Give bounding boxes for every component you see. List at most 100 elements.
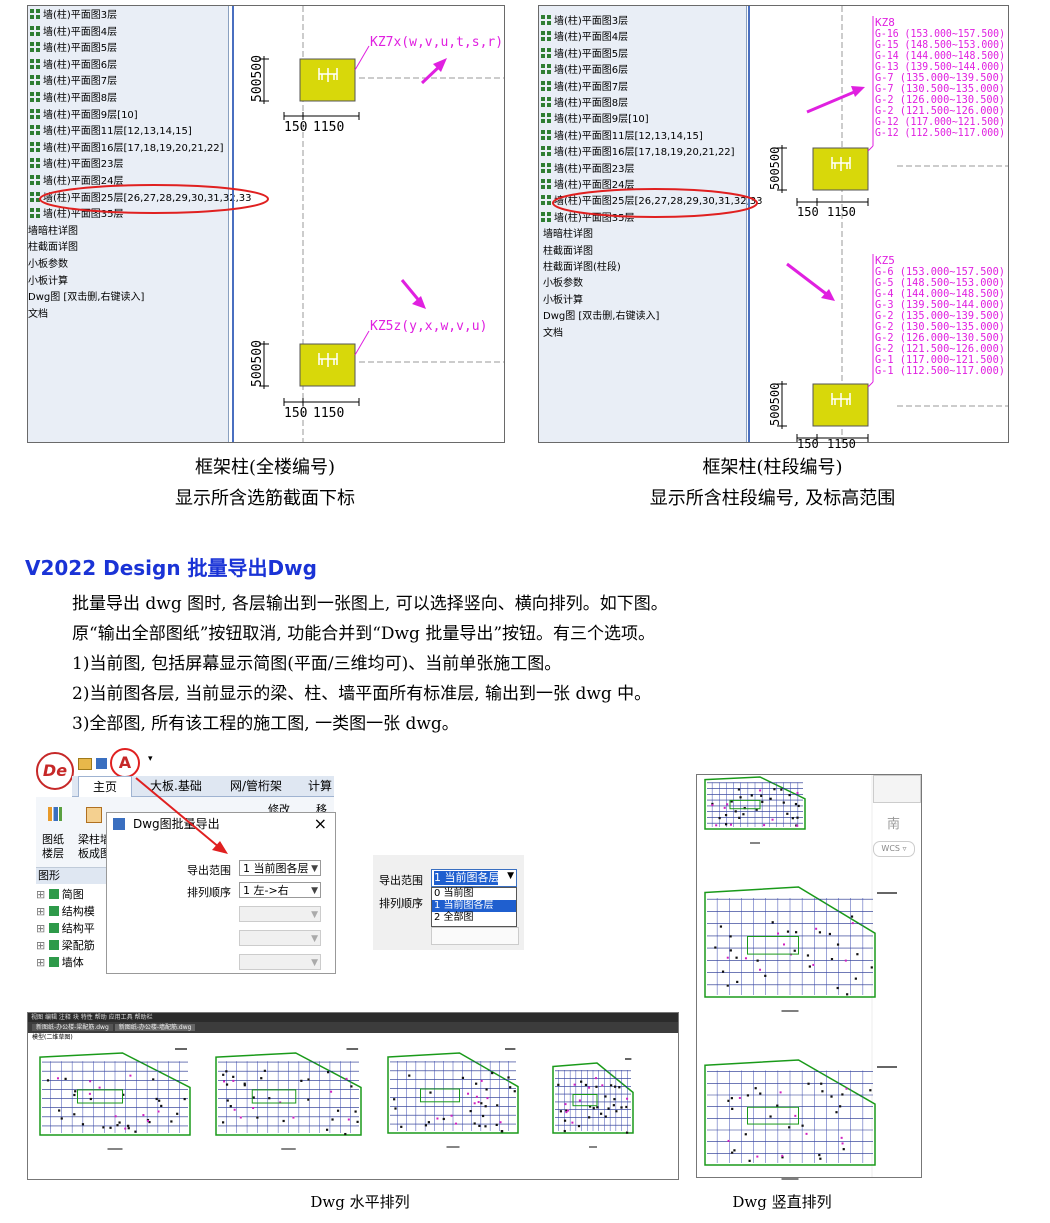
pointer-arrow-icon bbox=[806, 86, 865, 114]
file-tab[interactable]: 新图纸-办公楼-梁配筋.dwg bbox=[32, 1024, 113, 1031]
chevron-down-icon: ▼ bbox=[311, 886, 318, 896]
column-name-kz5[interactable]: KZ5 bbox=[875, 254, 895, 267]
app-tree-item[interactable]: ⊞ 梁配筋 bbox=[36, 937, 95, 954]
viewcube[interactable] bbox=[873, 775, 921, 803]
tree-item-label: 墙(柱)平面图3层 bbox=[554, 16, 629, 27]
column-section-icon bbox=[831, 393, 851, 407]
expand-icon[interactable]: ⊞ bbox=[36, 922, 49, 935]
file-tab[interactable]: 新图纸-办公楼-墙配筋.dwg bbox=[114, 1024, 196, 1031]
app-tree-item[interactable]: ⊞ 墙体 bbox=[36, 954, 84, 971]
tab-truss[interactable]: 网/管桁架 bbox=[230, 779, 283, 793]
expand-icon[interactable]: ⊞ bbox=[36, 888, 49, 901]
tree-item[interactable]: 文档 bbox=[28, 308, 48, 320]
dim-vertical: 500500 bbox=[768, 383, 782, 426]
menu-item[interactable]: 编辑 bbox=[44, 1014, 57, 1021]
app-tree-item[interactable]: ⊞ 结构模 bbox=[36, 903, 95, 920]
tree-item[interactable]: Dwg图 [双击删,右键读入] bbox=[28, 292, 145, 304]
menu-item[interactable]: 帮助 bbox=[94, 1014, 107, 1021]
tree-item[interactable]: 小板计算 bbox=[543, 294, 583, 306]
tree-item[interactable]: 墙暗柱详图 bbox=[543, 229, 593, 241]
tree-item[interactable]: 墙(柱)平面图5层 bbox=[28, 41, 117, 57]
tree-item[interactable]: 墙(柱)平面图16层[17,18,19,20,21,22] bbox=[28, 141, 224, 157]
app-tree-item[interactable]: ⊞ 结构平 bbox=[36, 920, 95, 937]
tree-item[interactable]: 墙(柱)平面图8层 bbox=[539, 96, 628, 112]
tree-item[interactable]: 墙(柱)平面图4层 bbox=[539, 30, 628, 46]
chevron-down-icon: ▼ bbox=[311, 864, 318, 874]
quick-access-folder-icon[interactable] bbox=[78, 758, 92, 770]
tab-slab-foundation[interactable]: 大板.基础 bbox=[150, 779, 202, 793]
tree-item[interactable]: 墙(柱)平面图6层 bbox=[539, 63, 628, 79]
expand-icon[interactable]: ⊞ bbox=[36, 905, 49, 918]
column-segment-label: G-2 (135.000~139.500) bbox=[875, 310, 1005, 322]
tree-item[interactable]: 墙(柱)平面图25层[26,27,28,29,30,31,32,33 bbox=[28, 191, 251, 207]
tree-item[interactable]: 小板参数 bbox=[28, 259, 68, 270]
range-select-value: 1 当前图各层 bbox=[434, 871, 500, 885]
tree-item[interactable]: 墙(柱)平面图11层[12,13,14,15] bbox=[28, 124, 192, 140]
tree-item[interactable]: 墙(柱)平面图5层 bbox=[539, 47, 628, 63]
column-label-kz5[interactable]: KZ5z(y,x,w,v,u) bbox=[370, 319, 487, 334]
app-tree-item[interactable]: ⊞ 简图 bbox=[36, 886, 84, 903]
tree-item[interactable]: 小板参数 bbox=[543, 278, 583, 290]
tree-item-label: 墙(柱)平面图6层 bbox=[43, 59, 118, 71]
wcs-button[interactable]: WCS ▿ bbox=[873, 841, 915, 857]
tree-item[interactable]: 墙(柱)平面图7层 bbox=[539, 80, 628, 96]
tree-item[interactable]: 墙(柱)平面图9层[10] bbox=[539, 112, 649, 128]
menu-item[interactable]: 特性 bbox=[80, 1014, 93, 1021]
close-icon[interactable]: × bbox=[313, 814, 327, 833]
tree-item[interactable]: Dwg图 [双击删,右键读入] bbox=[543, 311, 660, 323]
ribbon-move[interactable]: 移 bbox=[316, 803, 327, 816]
tree-item-label: 墙(柱)平面图4层 bbox=[554, 32, 629, 44]
range-select[interactable]: 1 当前图各层▼ bbox=[239, 860, 321, 876]
tree-item[interactable]: 柱截面详图 bbox=[28, 242, 78, 254]
dropdown-option[interactable]: 0 当前图 bbox=[434, 888, 474, 899]
tree-item[interactable]: 柱截面详图(柱段) bbox=[543, 262, 621, 273]
tree-item[interactable]: 小板计算 bbox=[28, 275, 68, 287]
expand-icon[interactable]: ⊞ bbox=[36, 956, 49, 969]
tree-item[interactable]: 墙(柱)平面图9层[10] bbox=[28, 108, 138, 124]
tree-item[interactable]: 文档 bbox=[543, 327, 563, 339]
tree-item[interactable]: 墙(柱)平面图3层 bbox=[28, 8, 117, 24]
tree-item[interactable]: 墙(柱)平面图4层 bbox=[28, 25, 117, 41]
tree-item[interactable]: 墙(柱)平面图11层[12,13,14,15] bbox=[539, 129, 703, 145]
tree-item[interactable]: 墙(柱)平面图23层 bbox=[28, 157, 124, 173]
tree-item[interactable]: 墙(柱)平面图23层 bbox=[539, 162, 635, 178]
tree-item[interactable]: 柱截面详图 bbox=[543, 245, 593, 257]
column-segment-list-kz8: G-16 (153.000~157.500)G-15 (148.500~153.… bbox=[875, 28, 1005, 139]
beam-col-icon[interactable] bbox=[86, 807, 102, 823]
tree-node-icon bbox=[48, 940, 59, 950]
app-tree-label: 结构平 bbox=[61, 922, 95, 935]
tree-item[interactable]: 墙(柱)平面图25层[26,27,28,29,30,31,32,33 bbox=[539, 194, 762, 210]
tree-item[interactable]: 墙暗柱详图 bbox=[28, 225, 78, 237]
tree-item[interactable]: 墙(柱)平面图24层 bbox=[28, 174, 124, 190]
menu-item[interactable]: 注释 bbox=[58, 1014, 71, 1021]
tree-item[interactable]: 墙(柱)平面图3层 bbox=[539, 14, 628, 30]
range-select-open[interactable]: 1 当前图各层 ▼ bbox=[431, 869, 517, 887]
tree-item[interactable]: 墙(柱)平面图8层 bbox=[28, 91, 117, 107]
menu-item[interactable]: 帮助栏 bbox=[134, 1014, 153, 1021]
menu-item[interactable]: 视图 bbox=[31, 1014, 44, 1021]
menu-item[interactable]: 应用工具 bbox=[108, 1014, 133, 1021]
order-select[interactable]: 1 左->右▼ bbox=[239, 882, 321, 898]
app-logo[interactable]: De bbox=[36, 752, 74, 790]
floor-plan-icon bbox=[541, 129, 551, 140]
tree-item[interactable]: 墙(柱)平面图24层 bbox=[539, 178, 635, 194]
column-name-kz8[interactable]: KZ8 bbox=[875, 16, 895, 29]
tab-calc[interactable]: 计算 bbox=[308, 779, 333, 793]
menu-item[interactable]: 块 bbox=[72, 1014, 79, 1021]
tree-item[interactable]: 墙(柱)平面图16层[17,18,19,20,21,22] bbox=[539, 145, 735, 161]
range-select-value: 1 当前图各层 bbox=[243, 862, 309, 875]
tree-item[interactable]: 墙(柱)平面图35层 bbox=[28, 207, 124, 223]
tab-home[interactable]: 主页 bbox=[78, 776, 132, 797]
tree-item[interactable]: 墙(柱)平面图6层 bbox=[28, 58, 117, 74]
tree-node-icon bbox=[48, 957, 59, 967]
paragraph: 原“输出全部图纸”按钮取消, 功能合并到“Dwg 批量导出”按钮。有三个选项。 bbox=[72, 624, 656, 644]
dropdown-option[interactable]: 2 全部图 bbox=[434, 912, 474, 923]
quick-access-save-icon[interactable] bbox=[96, 758, 107, 769]
column-label-kz7[interactable]: KZ7x(w,v,u,t,s,r) bbox=[370, 35, 503, 50]
tree-item[interactable]: 墙(柱)平面图7层 bbox=[28, 74, 117, 90]
qat-dropdown-icon[interactable]: ▾ bbox=[148, 754, 153, 764]
drawing-chart-icon[interactable] bbox=[48, 807, 62, 821]
dropdown-option[interactable]: 1 当前图各层 bbox=[432, 900, 516, 912]
expand-icon[interactable]: ⊞ bbox=[36, 939, 49, 952]
tree-item[interactable]: 墙(柱)平面图35层 bbox=[539, 211, 635, 227]
